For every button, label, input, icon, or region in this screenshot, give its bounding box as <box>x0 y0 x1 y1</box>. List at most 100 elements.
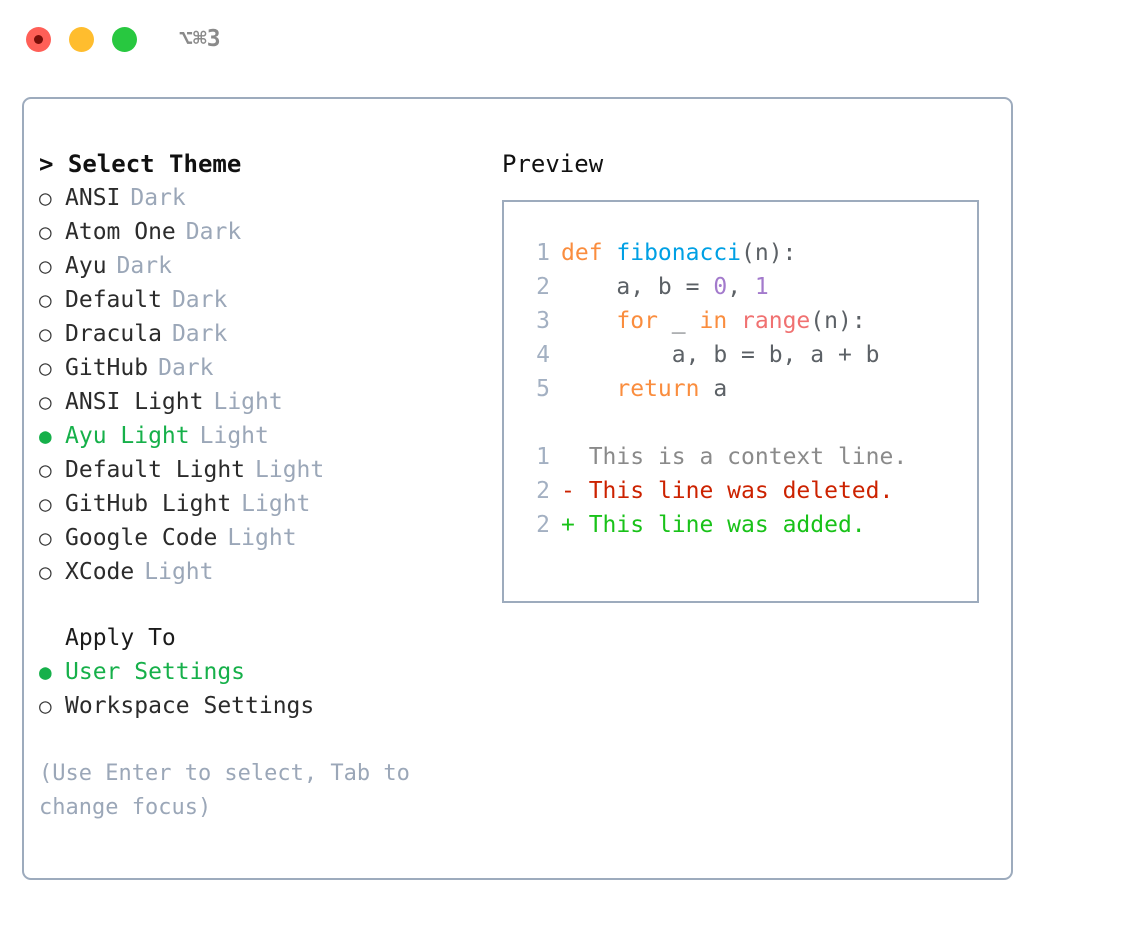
code-token-kw: return <box>616 376 700 402</box>
diff-marker: - <box>561 478 575 504</box>
code-token-kw: in <box>699 308 728 334</box>
keyboard-hint-text: (Use Enter to select, Tab to change focu… <box>39 761 410 820</box>
theme-variant-tag: Light <box>241 491 311 517</box>
keyboard-shortcut-label: ⌥⌘3 <box>179 26 221 52</box>
line-number: 2 <box>536 478 550 504</box>
code-token-punc: (n): <box>741 240 797 266</box>
code-line-text: return a <box>561 372 727 406</box>
apply-to-option-workspace-settings[interactable]: ○ Workspace Settings <box>39 689 479 723</box>
theme-variant-tag: Dark <box>171 321 228 347</box>
line-number: 5 <box>536 376 550 402</box>
theme-variant-tag: Dark <box>171 287 228 313</box>
code-line: 5 return a <box>522 372 977 406</box>
diff-line-text: This line was deleted. <box>574 478 894 504</box>
apply-to-heading: Apply To <box>65 625 176 651</box>
theme-variant-tag: Light <box>213 389 283 415</box>
line-number: 1 <box>536 444 550 470</box>
theme-option-label: GitHub <box>65 355 149 381</box>
apply-to-option-label: Workspace Settings <box>65 693 315 719</box>
line-number: 2 <box>536 274 550 300</box>
theme-option-ansi[interactable]: ○ ANSI Dark <box>39 181 479 215</box>
line-number: 1 <box>536 240 550 266</box>
code-token-punc: , <box>727 274 755 300</box>
code-token-punc: a, b = <box>561 274 714 300</box>
theme-option-ayu-light[interactable]: ● Ayu Light Light <box>39 419 479 453</box>
code-token-punc <box>727 308 741 334</box>
apply-to-option-user-settings[interactable]: ●User Settings <box>39 655 479 689</box>
theme-variant-tag: Light <box>199 423 269 449</box>
code-line-text: for _ in range(n): <box>561 304 866 338</box>
code-line: 4 a, b = b, a + b <box>522 338 977 372</box>
theme-option-label: Ayu Light <box>65 423 190 449</box>
apply-to-option-label: User Settings <box>65 659 246 685</box>
theme-option-label: Ayu <box>65 253 107 279</box>
select-theme-heading: > Select Theme <box>39 150 242 178</box>
theme-option-label: Google Code <box>65 525 218 551</box>
diff-line-text: This is a context line. <box>574 444 908 470</box>
radio-unselected-icon: ○ <box>39 694 52 718</box>
theme-variant-tag: Light <box>227 525 297 551</box>
diff-sample: 1 This is a context line. 2- This line wa… <box>522 440 977 542</box>
code-token-fn: fibonacci <box>616 240 742 266</box>
code-token-punc: a <box>699 376 728 402</box>
theme-option-label: Dracula <box>65 321 162 347</box>
maximize-window-button[interactable] <box>112 26 137 52</box>
code-token-num: 0 <box>713 274 728 300</box>
code-diff-spacer <box>522 406 977 440</box>
code-line: 1 def fibonacci(n): <box>522 236 977 270</box>
line-number: 2 <box>536 512 550 538</box>
theme-option-label: ANSI <box>65 185 121 211</box>
line-number: 4 <box>536 342 550 368</box>
radio-unselected-icon: ○ <box>39 322 52 346</box>
radio-unselected-icon: ○ <box>39 186 52 210</box>
radio-unselected-icon: ○ <box>39 356 52 380</box>
minimize-window-button[interactable] <box>69 26 94 52</box>
code-token-kw: def <box>561 240 617 266</box>
theme-variant-tag: Light <box>144 559 214 585</box>
radio-selected-icon: ● <box>39 424 52 448</box>
code-token-num: 1 <box>754 274 769 300</box>
code-token-kw: for <box>616 308 658 334</box>
radio-unselected-icon: ○ <box>39 492 52 516</box>
radio-unselected-icon: ○ <box>39 254 52 278</box>
theme-variant-tag: Light <box>255 457 325 483</box>
theme-variant-tag: Dark <box>116 253 172 279</box>
apply-to-option-list[interactable]: ●User Settings ○ Workspace Settings <box>39 655 479 723</box>
diff-line-text: This line was added. <box>574 512 866 538</box>
diff-line-context: 1 This is a context line. <box>522 440 977 474</box>
theme-option-label: GitHub Light <box>65 491 232 517</box>
theme-variant-tag: Dark <box>158 355 214 381</box>
diff-marker: + <box>561 512 575 538</box>
code-token-punc <box>561 308 616 334</box>
theme-option-ayu[interactable]: ○ Ayu Dark <box>39 249 479 283</box>
theme-option-github[interactable]: ○ GitHub Dark <box>39 351 479 385</box>
line-number: 3 <box>536 308 550 334</box>
code-token-call: range <box>741 308 811 334</box>
window-controls <box>26 26 137 52</box>
code-line-text: a, b = 0, 1 <box>561 270 769 304</box>
apply-to-section: Apply To ●User Settings ○ Workspace Settin… <box>39 621 479 723</box>
theme-variant-tag: Dark <box>130 185 186 211</box>
close-window-button[interactable] <box>26 26 51 52</box>
code-token-punc: a, b = b, a + b <box>561 342 880 368</box>
code-token-punc: _ <box>657 308 700 334</box>
theme-option-github-light[interactable]: ○ GitHub Light Light <box>39 487 479 521</box>
code-line-text: def fibonacci(n): <box>561 236 796 270</box>
code-token-punc: (n): <box>810 308 866 334</box>
theme-option-dracula[interactable]: ○ Dracula Dark <box>39 317 479 351</box>
theme-variant-tag: Dark <box>185 219 242 245</box>
code-line-text: a, b = b, a + b <box>561 338 880 372</box>
